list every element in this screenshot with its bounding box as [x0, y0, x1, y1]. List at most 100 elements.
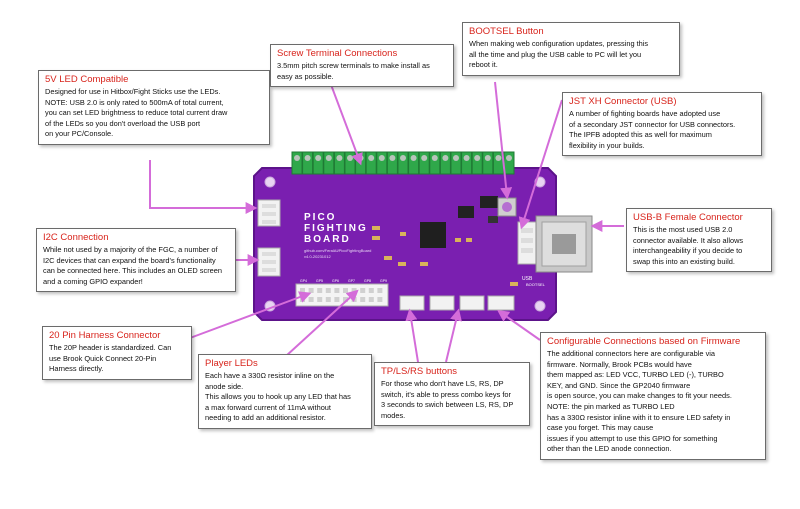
pointer-arrows — [149, 81, 624, 363]
callout-text: A number of fighting boards have adopted… — [569, 109, 736, 150]
callout-tp-ls-rs: TP/LS/RS buttons For those who don't hav… — [374, 362, 530, 427]
screw-head — [506, 155, 512, 161]
callout-text: Each have a 330Ω resistor inline on the … — [205, 371, 351, 423]
pin-label-2: GP5 — [316, 279, 323, 283]
screw-head — [389, 155, 396, 161]
pin-header-housing — [295, 283, 389, 307]
screw-terminal — [450, 151, 462, 175]
screw-head — [495, 155, 502, 161]
pin-label-3: GP6 — [332, 279, 339, 283]
screw-head — [378, 155, 385, 161]
screw-terminal — [333, 151, 345, 175]
arrow-tpls-1 — [405, 308, 419, 363]
screw-terminal — [482, 151, 494, 175]
callout-jst: JST XH Connector (USB) A number of fight… — [562, 92, 762, 157]
callout-5v-led: 5V LED Compatible Designed for use in Hi… — [38, 70, 270, 145]
screw-head — [474, 155, 481, 161]
header-pin — [368, 288, 374, 293]
header-pin — [308, 288, 314, 293]
screw-terminal — [312, 151, 324, 175]
header-pin — [368, 297, 374, 302]
screw-terminal — [397, 151, 409, 175]
header-pin — [334, 288, 340, 293]
arrow-led5v — [149, 160, 258, 214]
screw-head — [400, 155, 406, 161]
callout-text: Designed for use in Hitbox/Fight Sticks … — [45, 87, 228, 139]
pin-label-5: GP8 — [364, 279, 371, 283]
screw-head — [431, 155, 438, 161]
callout-title: 20 Pin Harness Connector — [49, 330, 161, 341]
screw-terminal — [291, 151, 303, 175]
screw-head — [368, 155, 375, 161]
header-pin — [343, 297, 348, 302]
screw-head — [294, 155, 300, 161]
callout-20-pin: 20 Pin Harness Connector The 20P header … — [42, 326, 192, 380]
board-url: github.com/FeralAI/PicoFightingBoard — [304, 248, 371, 253]
board-logo: PICO FIGHTING BOARD github.com/FeralAI/P… — [304, 212, 371, 259]
header-pin — [334, 297, 340, 302]
screw-terminal — [461, 151, 473, 175]
pin-labels: GP4 GP5 GP6 GP7 GP8 GP9 — [300, 279, 387, 283]
arrow-player — [285, 289, 359, 357]
callout-text: The additional connectors here are confi… — [547, 349, 732, 454]
header-pin — [377, 288, 383, 293]
screw-head — [304, 155, 311, 161]
screw-terminal — [408, 151, 420, 175]
screw-terminal-block — [291, 151, 515, 175]
callout-title: I2C Connection — [43, 232, 109, 243]
header-pin — [351, 297, 357, 302]
callout-configurable: Configurable Connections based on Firmwa… — [540, 332, 766, 460]
callout-title: Player LEDs — [205, 358, 258, 369]
header-pin — [317, 297, 323, 302]
callout-bootsel: BOOTSEL Button When making web configura… — [462, 22, 680, 76]
pin-label-4: GP7 — [348, 279, 355, 283]
header-pin — [360, 297, 366, 302]
screw-terminal — [323, 151, 335, 175]
microcontroller-chip — [400, 196, 498, 248]
tp-ls-rs-connectors — [399, 295, 485, 311]
header-pin — [317, 288, 323, 293]
header-pin — [360, 288, 366, 293]
header-pin — [300, 288, 305, 293]
callout-text: While not used by a majority of the FGC,… — [43, 245, 222, 286]
callout-title: Screw Terminal Connections — [277, 48, 398, 59]
usb-b-connector: USB BOOTSEL — [522, 215, 593, 287]
header-pin — [343, 288, 348, 293]
arrow-jst — [518, 99, 563, 230]
callout-text: For those who don't have LS, RS, DP swit… — [381, 379, 514, 420]
screw-head — [484, 155, 491, 161]
screw-head — [453, 155, 459, 161]
pin-label-1: GP4 — [300, 279, 307, 283]
configurable-connector — [487, 295, 515, 311]
arrow-tpls-2 — [445, 308, 462, 363]
screw-head — [315, 155, 322, 161]
screw-terminal — [386, 151, 398, 175]
screw-terminal — [439, 151, 451, 175]
screw-terminal — [376, 151, 388, 175]
screw-head — [442, 155, 449, 161]
logo-line-3: BOARD — [304, 234, 351, 245]
logo-line-2: FIGHTING — [304, 223, 368, 234]
callout-title: Configurable Connections based on Firmwa… — [547, 336, 741, 347]
screw-head — [463, 155, 470, 161]
callout-title: 5V LED Compatible — [45, 74, 129, 85]
header-pin — [325, 288, 331, 293]
callout-title: BOOTSEL Button — [469, 26, 544, 37]
screw-terminal — [429, 151, 441, 175]
callout-i2c: I2C Connection While not used by a major… — [36, 228, 236, 293]
bootsel-button — [497, 197, 517, 217]
callout-text: When making web configuration updates, p… — [469, 39, 649, 70]
callout-text: 3.5mm pitch screw terminals to make inst… — [277, 61, 430, 81]
screw-terminal — [471, 151, 483, 175]
callout-player-leds: Player LEDs Each have a 330Ω resistor in… — [198, 354, 372, 429]
header-pin — [308, 297, 314, 302]
screw-terminal — [418, 151, 430, 175]
screw-terminal — [302, 151, 314, 175]
screw-head — [421, 155, 428, 161]
logo-line-1: PICO — [304, 212, 336, 223]
callout-title: JST XH Connector (USB) — [569, 96, 677, 107]
pin-label-6: GP9 — [380, 279, 387, 283]
arrow-pin20 — [189, 291, 312, 339]
callout-text: The 20P header is standardized. Can use … — [49, 343, 172, 374]
